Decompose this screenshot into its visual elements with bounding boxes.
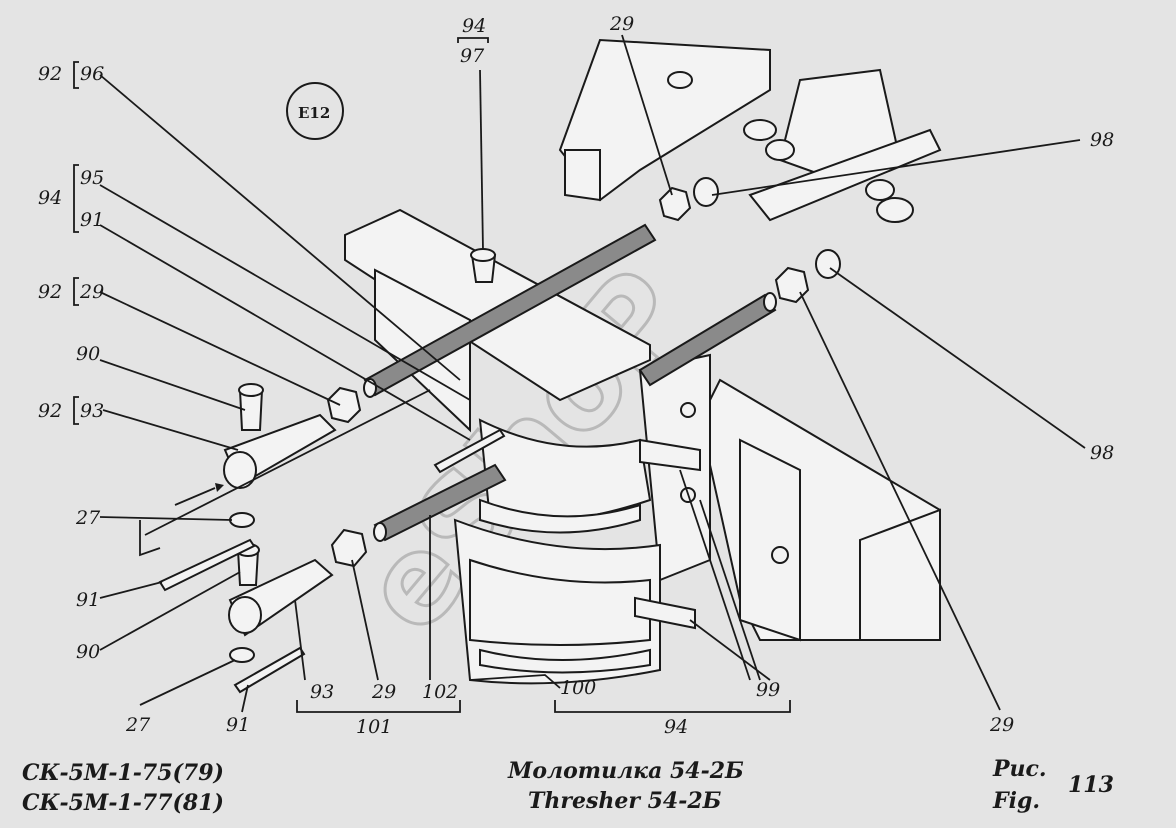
- figure-label-russian: Рис.: [993, 756, 1047, 782]
- label-29-b: 29: [371, 681, 396, 703]
- badge-text: E12: [298, 104, 330, 122]
- nut-29-top: [658, 177, 719, 222]
- label-98-b: 98: [1090, 442, 1114, 464]
- figure-number: 113: [1068, 772, 1114, 798]
- label-101: 101: [356, 716, 392, 738]
- label-29-top: 29: [609, 13, 634, 35]
- pin-90-upper: [238, 383, 264, 431]
- label-29-right: 29: [989, 714, 1014, 736]
- model-code-2: СК-5М-1-77(81): [22, 790, 224, 816]
- cotter-pins-91: [158, 428, 506, 694]
- label-94-a: 94: [38, 187, 62, 209]
- label-94-top: 94: [462, 15, 486, 37]
- leader-lines: [99, 34, 1086, 713]
- label-98-a: 98: [1090, 129, 1114, 151]
- title-english: Thresher 54-2Б: [528, 788, 722, 814]
- label-27-a: 27: [75, 507, 101, 529]
- nut-29-left: [326, 386, 362, 424]
- label-93-b: 93: [310, 681, 334, 703]
- label-29-a: 29: [79, 281, 104, 303]
- label-94-b: 94: [664, 716, 688, 738]
- part-labels: 92 96 94 97 94 95 91 92 29 90 92 93 27 9…: [38, 13, 1114, 738]
- label-96: 96: [80, 63, 104, 85]
- figure-label-english: Fig.: [993, 788, 1041, 814]
- title-russian: Молотилка 54-2Б: [508, 758, 744, 784]
- label-90-b: 90: [76, 641, 100, 663]
- pin-97: [470, 248, 497, 283]
- model-code-1: СК-5М-1-75(79): [22, 760, 224, 786]
- assembly-arrow: [139, 389, 431, 557]
- label-90-a: 90: [76, 343, 100, 365]
- label-91-a: 91: [80, 209, 104, 231]
- tie-rod-right: [638, 292, 777, 387]
- label-99: 99: [756, 679, 780, 701]
- nut-29-lower: [330, 528, 368, 568]
- label-95: 95: [80, 167, 104, 189]
- label-102: 102: [422, 681, 458, 703]
- label-92-a: 92: [38, 63, 62, 85]
- label-100: 100: [560, 677, 596, 699]
- brackets: [73, 37, 791, 713]
- clevis-93-lower: [228, 558, 334, 637]
- label-92-b: 92: [38, 281, 62, 303]
- thresher-concave: [344, 208, 711, 685]
- nut-29-right: [774, 249, 841, 304]
- washers-27: [229, 512, 255, 663]
- label-97: 97: [460, 45, 485, 67]
- label-93-a: 93: [80, 400, 104, 422]
- label-91-c: 91: [226, 714, 250, 736]
- support-beam: [698, 378, 941, 642]
- levers-99: [634, 438, 701, 630]
- label-91-b: 91: [76, 589, 100, 611]
- label-27-b: 27: [125, 714, 151, 736]
- upper-frame-mount: [558, 38, 942, 223]
- label-92-c: 92: [38, 400, 62, 422]
- badge-circle: [286, 82, 344, 140]
- clevis-93-upper: [223, 413, 337, 489]
- tie-rod-lower-102: [373, 463, 507, 542]
- tie-rod-upper: [363, 223, 657, 398]
